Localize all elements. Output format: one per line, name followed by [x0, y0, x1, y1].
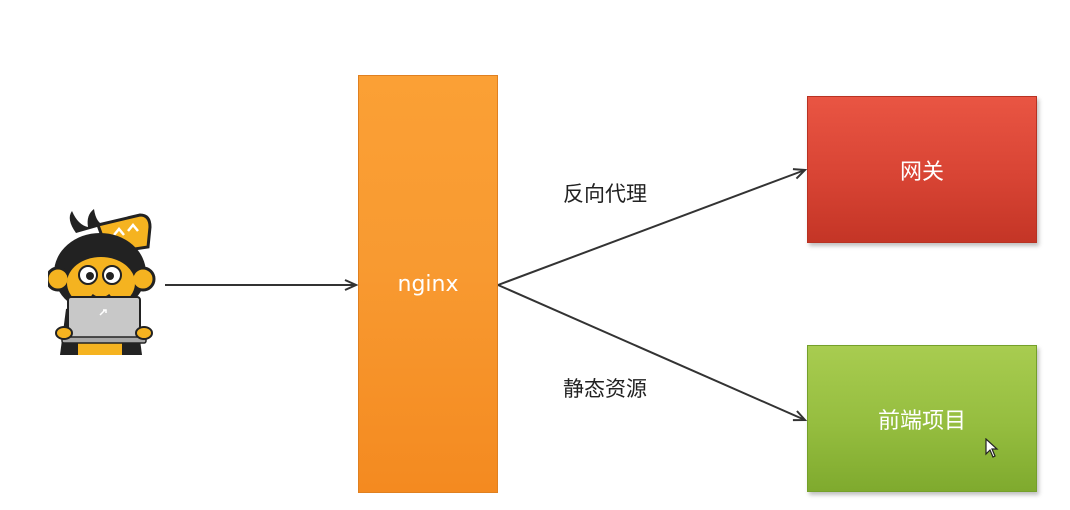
mouse-pointer-icon	[985, 438, 999, 458]
gateway-label: 网关	[899, 159, 944, 185]
reverse-proxy-label: 反向代理	[563, 182, 647, 206]
frontend-node: 前端项目	[807, 345, 1037, 492]
frontend-label: 前端项目	[877, 408, 966, 434]
user-monkey-icon	[48, 209, 156, 355]
nginx-node: nginx	[358, 75, 498, 493]
gateway-node: 网关	[807, 96, 1037, 243]
static-resources-label: 静态资源	[563, 377, 647, 401]
nginx-label: nginx	[397, 271, 459, 297]
nginx-to-frontend-arrow	[497, 284, 805, 420]
nginx-to-gateway-arrow	[497, 170, 805, 286]
